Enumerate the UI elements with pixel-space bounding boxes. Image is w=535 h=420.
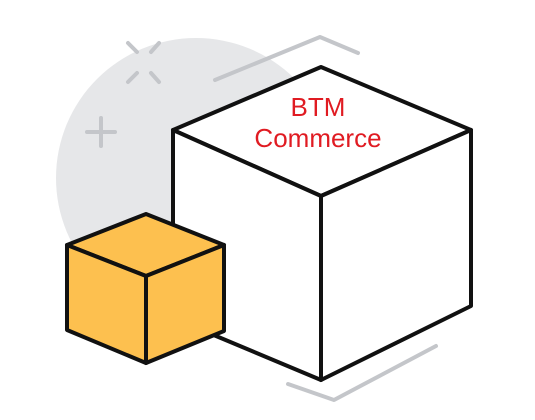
brand-label-line-1: BTM — [290, 92, 346, 122]
brand-label: BTM Commerce — [228, 92, 408, 154]
small-cube — [65, 212, 226, 365]
sparkle-icon — [126, 41, 161, 84]
brand-label-line-2: Commerce — [254, 123, 382, 153]
decor-line-top — [213, 35, 360, 82]
plus-icon — [85, 116, 117, 148]
decor-line-bottom — [286, 344, 438, 402]
large-cube-right-face — [319, 128, 473, 382]
small-cube-right-face — [144, 243, 226, 365]
